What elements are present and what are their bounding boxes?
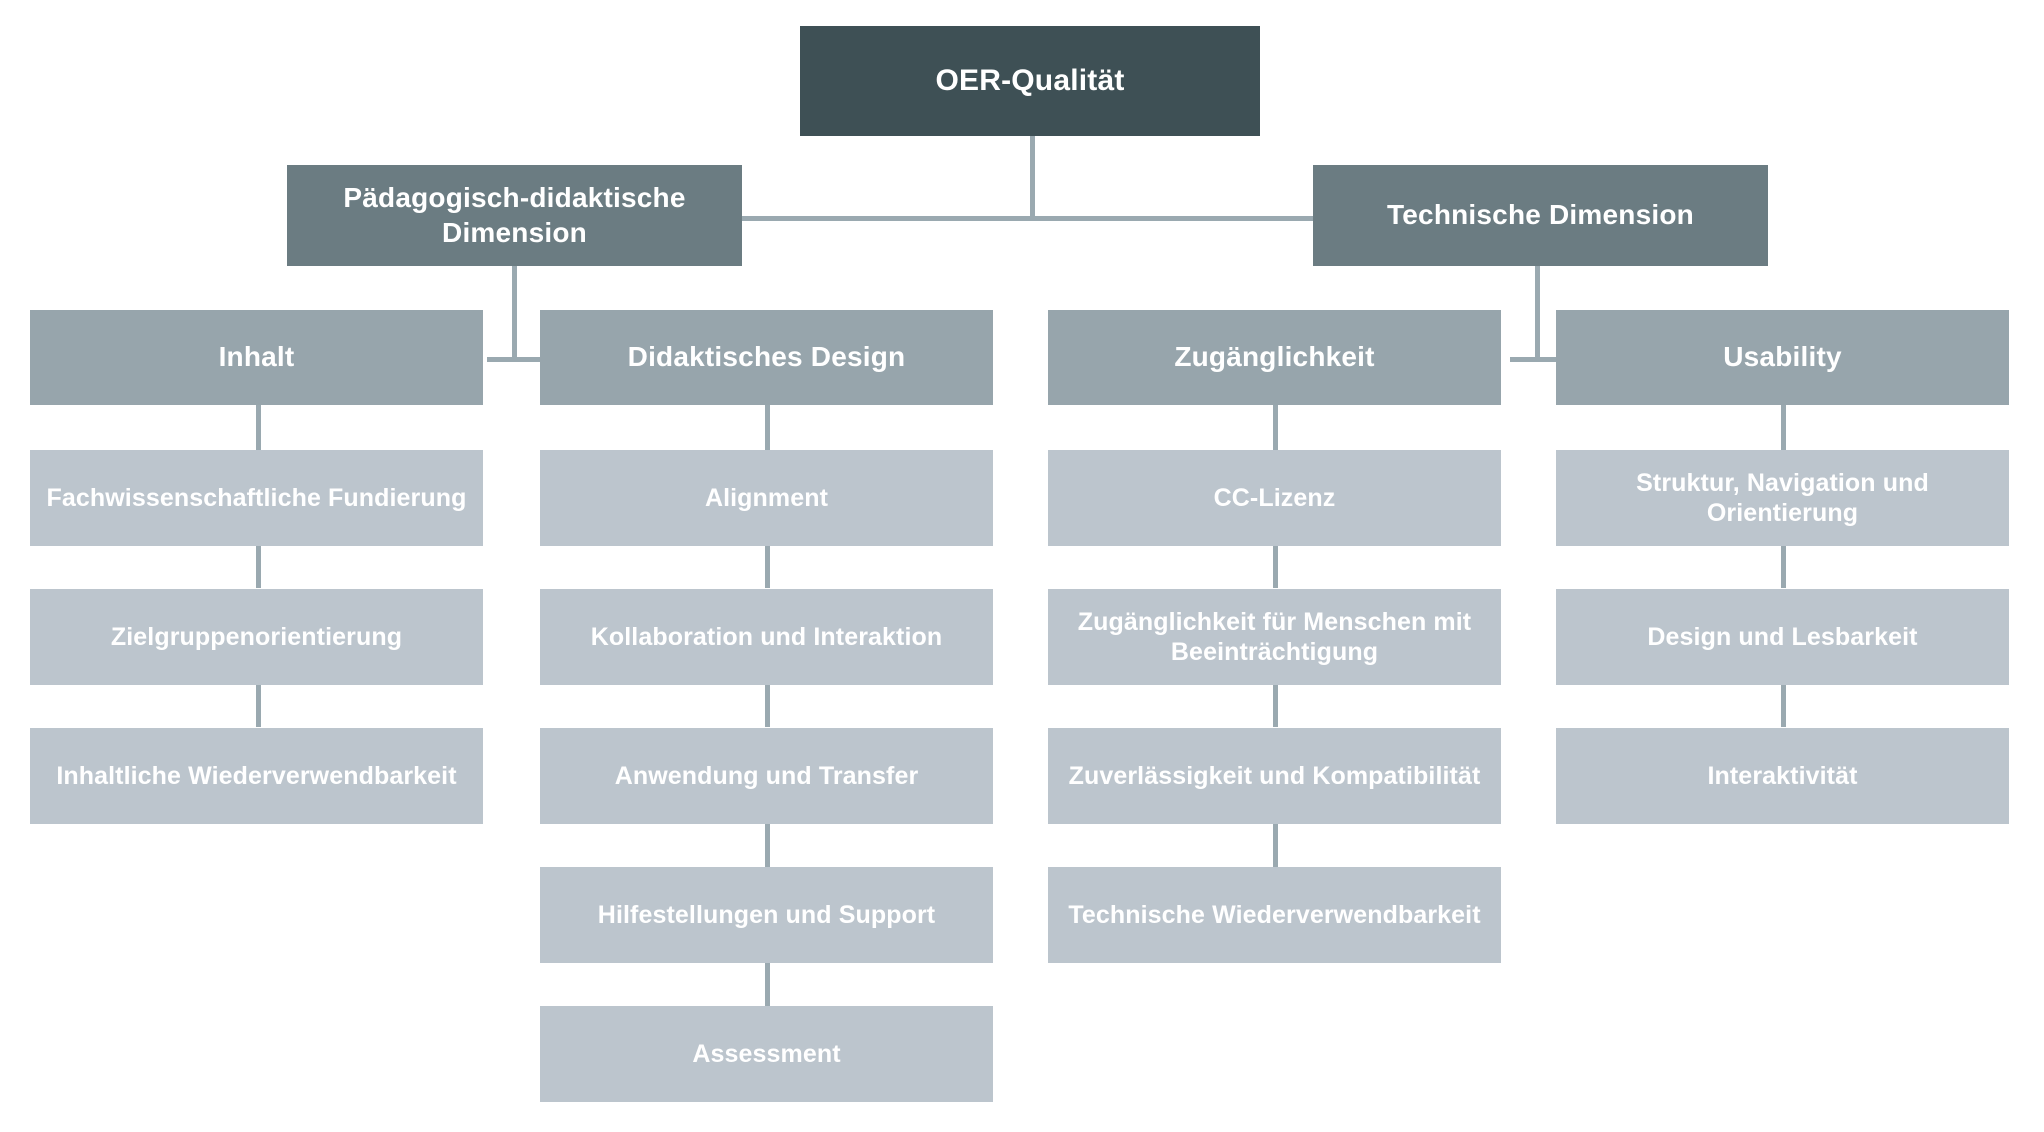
connector-zugang-2 bbox=[1273, 545, 1278, 588]
node-label: Zugänglichkeit bbox=[1174, 341, 1375, 373]
node-label: Kollaboration und Interaktion bbox=[590, 622, 943, 651]
node-dimension-technical[interactable]: Technische Dimension bbox=[1313, 165, 1768, 266]
connector-dimension-spine bbox=[740, 216, 1315, 221]
node-label: Design und Lesbarkeit bbox=[1647, 622, 1918, 651]
connector-inhalt-1 bbox=[256, 404, 261, 454]
node-label: Hilfestellungen und Support bbox=[597, 900, 936, 929]
connector-didaktik-3 bbox=[765, 684, 770, 727]
node-label: Inhalt bbox=[218, 341, 295, 373]
node-root-oer-qualitaet[interactable]: OER-Qualität bbox=[800, 26, 1260, 136]
node-criterion-zugaenglichkeit-1[interactable]: Zugänglichkeit für Menschen mit Beeinträ… bbox=[1048, 589, 1501, 685]
node-label: Didaktisches Design bbox=[627, 341, 906, 373]
node-label: Zielgruppenorientierung bbox=[110, 622, 403, 651]
connector-pedagogic-category-spine bbox=[487, 357, 544, 362]
node-label: Pädagogisch-didaktische Dimension bbox=[343, 182, 686, 248]
node-label: CC-Lizenz bbox=[1213, 483, 1336, 512]
node-criterion-didaktisches-design-3[interactable]: Hilfestellungen und Support bbox=[540, 867, 993, 963]
connector-inhalt-2 bbox=[256, 545, 261, 588]
node-category-usability[interactable]: Usability bbox=[1556, 310, 2009, 405]
node-label: Interaktivität bbox=[1707, 761, 1858, 790]
connector-usability-2 bbox=[1781, 545, 1786, 588]
node-category-inhalt[interactable]: Inhalt bbox=[30, 310, 483, 405]
node-criterion-usability-0[interactable]: Struktur, Navigation und Orientierung bbox=[1556, 450, 2009, 546]
node-label: OER-Qualität bbox=[935, 63, 1125, 97]
node-criterion-didaktisches-design-4[interactable]: Assessment bbox=[540, 1006, 993, 1102]
connector-didaktik-2 bbox=[765, 545, 770, 588]
node-label: Anwendung und Transfer bbox=[614, 761, 919, 790]
node-label: Fachwissenschaftliche Fundierung bbox=[46, 483, 467, 512]
connector-root-down bbox=[1030, 135, 1035, 219]
node-criterion-zugaenglichkeit-0[interactable]: CC-Lizenz bbox=[1048, 450, 1501, 546]
node-criterion-inhalt-1[interactable]: Zielgruppenorientierung bbox=[30, 589, 483, 685]
connector-usability-1 bbox=[1781, 404, 1786, 454]
node-label: Technische Wiederverwendbarkeit bbox=[1068, 900, 1481, 929]
node-criterion-didaktisches-design-2[interactable]: Anwendung und Transfer bbox=[540, 728, 993, 824]
node-dimension-pedagogic-didactic[interactable]: Pädagogisch-didaktische Dimension bbox=[287, 165, 742, 266]
node-criterion-usability-2[interactable]: Interaktivität bbox=[1556, 728, 2009, 824]
node-label: Zuverlässigkeit und Kompatibilität bbox=[1068, 761, 1481, 790]
node-criterion-usability-1[interactable]: Design und Lesbarkeit bbox=[1556, 589, 2009, 685]
connector-didaktik-1 bbox=[765, 404, 770, 454]
node-label: Struktur, Navigation und Orientierung bbox=[1636, 468, 1929, 528]
connector-usability-3 bbox=[1781, 684, 1786, 727]
node-criterion-inhalt-0[interactable]: Fachwissenschaftliche Fundierung bbox=[30, 450, 483, 546]
connector-inhalt-3 bbox=[256, 684, 261, 727]
node-criterion-didaktisches-design-0[interactable]: Alignment bbox=[540, 450, 993, 546]
connector-didaktik-4 bbox=[765, 824, 770, 867]
node-label: Usability bbox=[1723, 341, 1842, 373]
node-criterion-zugaenglichkeit-2[interactable]: Zuverlässigkeit und Kompatibilität bbox=[1048, 728, 1501, 824]
connector-zugang-1 bbox=[1273, 404, 1278, 454]
node-criterion-didaktisches-design-1[interactable]: Kollaboration und Interaktion bbox=[540, 589, 993, 685]
node-label: Assessment bbox=[692, 1039, 841, 1068]
node-criterion-inhalt-2[interactable]: Inhaltliche Wiederverwendbarkeit bbox=[30, 728, 483, 824]
connector-zugang-3 bbox=[1273, 684, 1278, 727]
connector-technical-down bbox=[1535, 265, 1540, 360]
node-label: Technische Dimension bbox=[1387, 199, 1694, 231]
node-label: Inhaltliche Wiederverwendbarkeit bbox=[56, 761, 457, 790]
connector-didaktik-5 bbox=[765, 963, 770, 1006]
node-label: Zugänglichkeit für Menschen mit Beeinträ… bbox=[1077, 607, 1472, 667]
connector-pedagogic-down bbox=[512, 265, 517, 360]
node-category-zugaenglichkeit[interactable]: Zugänglichkeit bbox=[1048, 310, 1501, 405]
connector-zugang-4 bbox=[1273, 824, 1278, 867]
node-criterion-zugaenglichkeit-3[interactable]: Technische Wiederverwendbarkeit bbox=[1048, 867, 1501, 963]
node-category-didaktisches-design[interactable]: Didaktisches Design bbox=[540, 310, 993, 405]
connector-technical-category-spine bbox=[1510, 357, 1567, 362]
node-label: Alignment bbox=[704, 483, 829, 512]
